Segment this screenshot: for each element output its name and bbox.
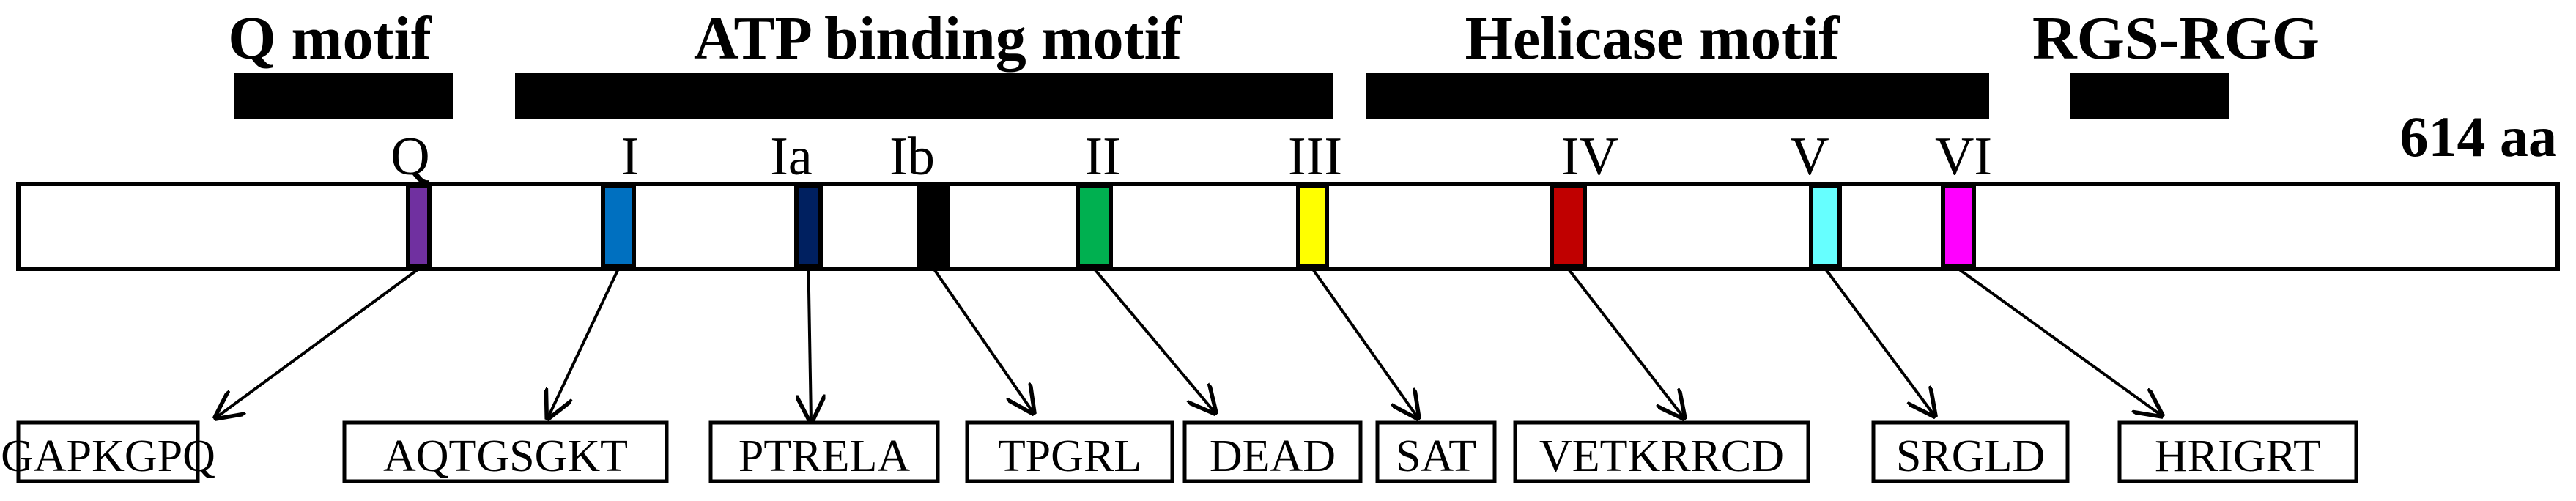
sequence-text-v: SRGLD [1896, 431, 2045, 481]
domain-bar-atp-binding-motif [515, 73, 1333, 119]
motif-arrow-ii [1092, 267, 1215, 412]
motif-arrow-ia [809, 268, 812, 421]
motif-arrow-v [1824, 267, 1935, 415]
motif-band-i [601, 184, 636, 269]
domain-bar-q-motif [234, 73, 453, 119]
sequence-text-iv: VETKRRCD [1539, 431, 1784, 481]
sequence-box-ib [965, 420, 1174, 483]
domain-bar-rgs-rgg [2070, 73, 2229, 119]
sequence-box-ia [708, 420, 940, 483]
sequence-text-iii: SAT [1396, 431, 1476, 481]
domain-label-rgs-rgg: RGS-RGG [2032, 4, 2320, 73]
motif-bands [406, 184, 1976, 269]
sequence-box-vi [2117, 420, 2358, 483]
domain-label-helicase-motif: Helicase motif [1465, 4, 1840, 73]
protein-backbone-bar [16, 182, 2560, 271]
motif-label-i: I [621, 127, 640, 187]
motif-arrow-iii [1311, 267, 1418, 417]
sequence-box-iv [1513, 420, 1810, 483]
sequence-box-i [342, 420, 669, 483]
sequence-box-iii [1375, 420, 1497, 483]
motif-label-ib: Ib [889, 127, 935, 187]
sequence-box-q [16, 420, 200, 483]
sequence-text-ii: DEAD [1210, 431, 1336, 481]
motif-band-q [406, 184, 432, 269]
sequence-text-q: GAPKGPQ [1, 431, 215, 481]
domain-label-atp-binding-motif: ATP binding motif [694, 4, 1182, 73]
motif-arrow-ib [932, 267, 1034, 412]
motif-label-q: Q [391, 127, 429, 187]
motif-arrow-q [216, 267, 420, 417]
motif-band-ii [1076, 184, 1113, 269]
motif-band-ia [794, 184, 823, 269]
motif-label-v: V [1790, 127, 1829, 187]
sequence-text-i: AQTGSGKT [383, 431, 628, 481]
motif-arrow-i [548, 268, 620, 417]
motif-arrow-vi [1957, 267, 2161, 415]
domain-label-q-motif: Q motif [228, 4, 432, 73]
motif-band-ib [917, 184, 950, 269]
sequence-box-v [1871, 420, 2070, 483]
motif-label-iii: III [1288, 127, 1342, 187]
sequence-boxes: GAPKGPQ AQTGSGKT PTRELA TPGRL DEAD SAT VETKRRC… [1, 420, 2358, 483]
motif-band-v [1809, 184, 1842, 269]
sequence-text-ia: PTRELA [739, 431, 910, 481]
motif-band-iv [1550, 184, 1587, 269]
motif-band-vi [1941, 184, 1976, 269]
motif-band-iii [1296, 184, 1329, 269]
motif-label-vi: VI [1935, 127, 1992, 187]
motif-label-iv: IV [1561, 127, 1618, 187]
domain-bar-helicase-motif [1366, 73, 1989, 119]
protein-length-label: 614 aa [2400, 105, 2558, 168]
motif-label-ii: II [1084, 127, 1120, 187]
sequence-box-ii [1182, 420, 1363, 483]
motif-arrows [216, 267, 2161, 421]
sequence-text-vi: HRIGRT [2155, 431, 2321, 481]
sequence-text-ib: TPGRL [998, 431, 1141, 481]
motif-arrow-iv [1566, 267, 1684, 417]
motif-label-ia: Ia [770, 127, 813, 187]
